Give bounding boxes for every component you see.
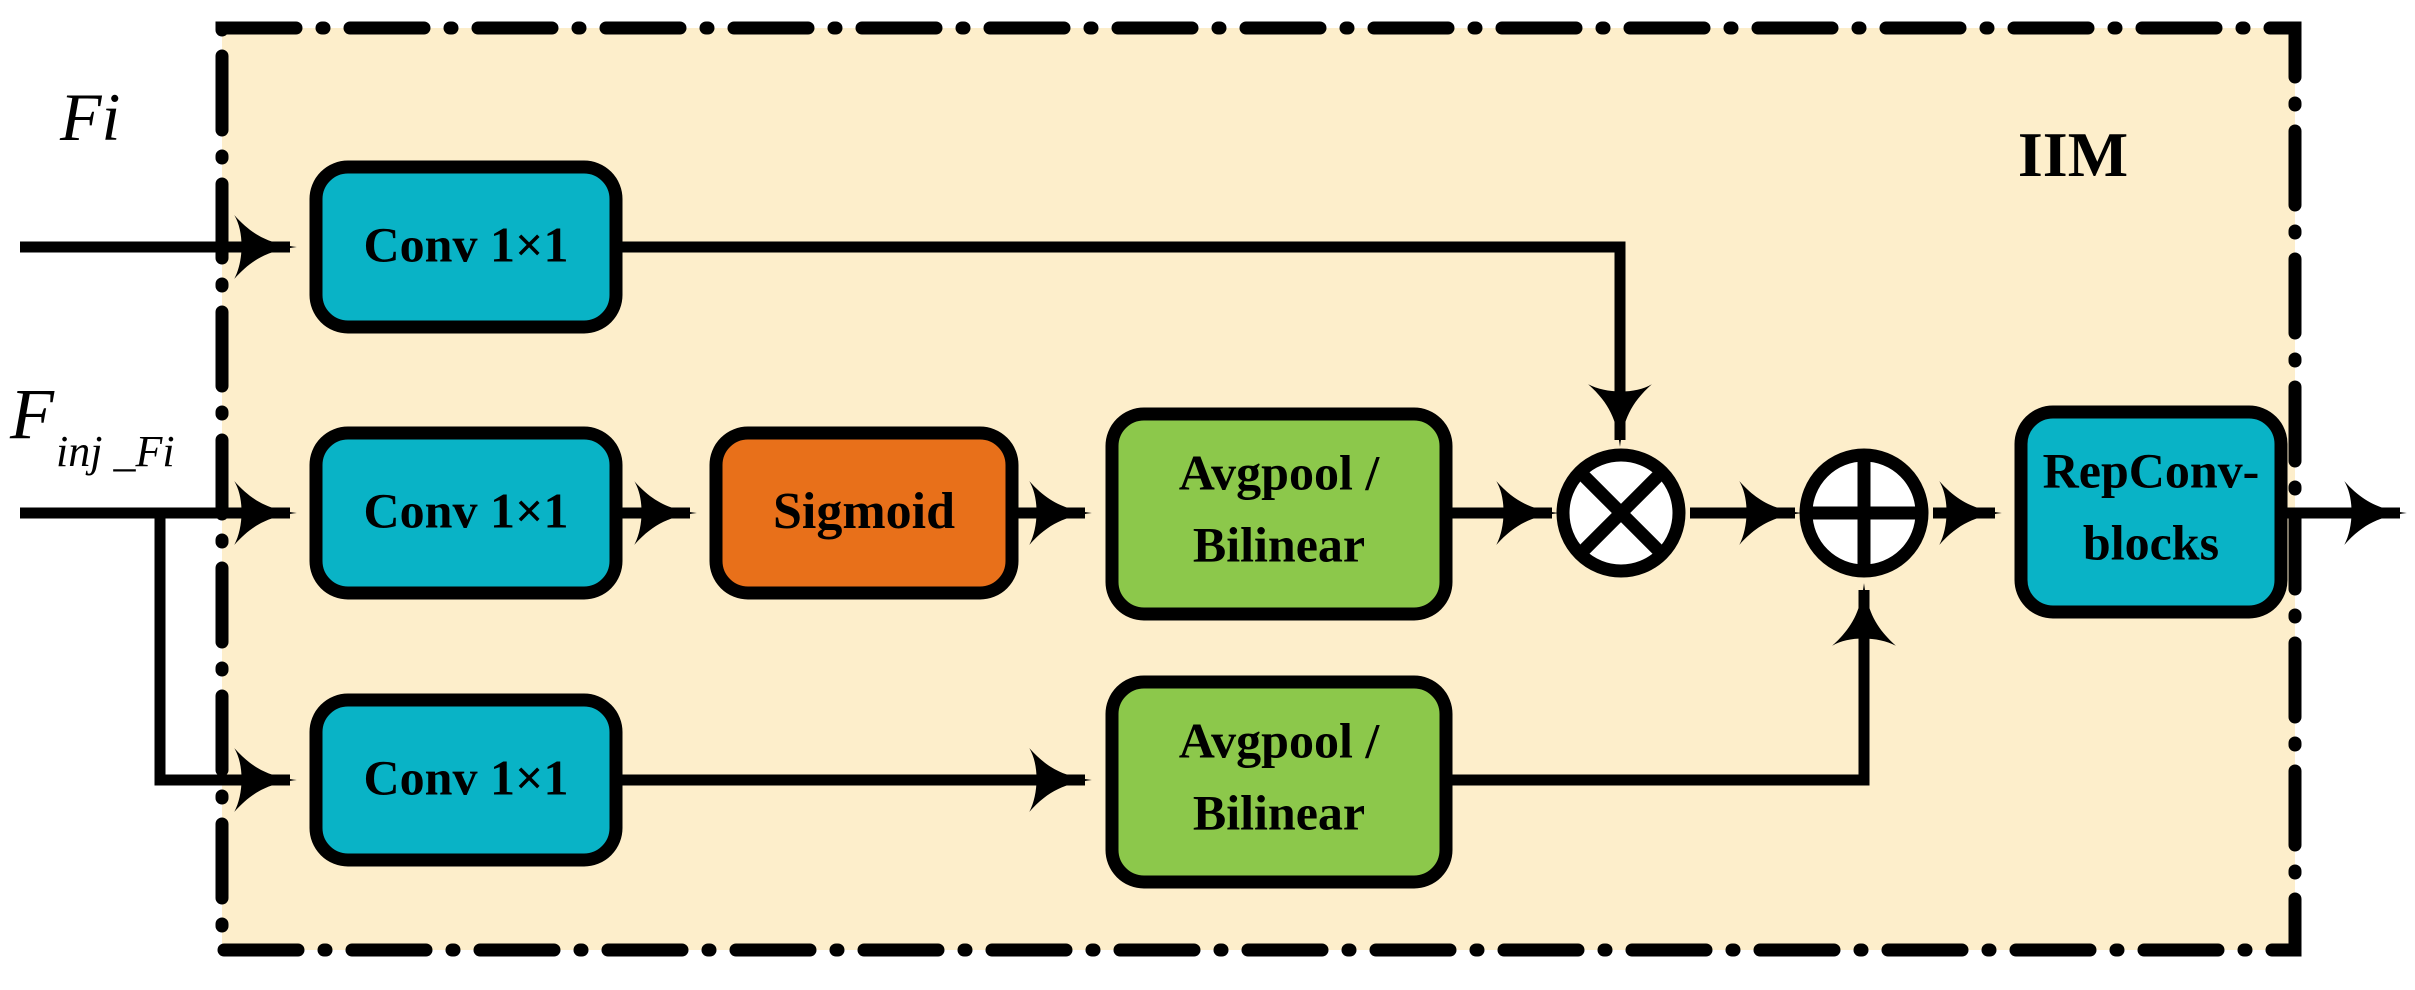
svg-text:Fi: Fi — [59, 79, 120, 155]
svg-text:inj _Fi: inj _Fi — [56, 427, 175, 476]
input-label-finj-fi: F inj _Fi — [9, 374, 175, 476]
wire-finj-branch-down — [154, 513, 297, 812]
node-conv-bottom[interactable]: Conv 1×1 — [309, 693, 623, 867]
node-conv-top[interactable]: Conv 1×1 — [309, 160, 623, 334]
node-avgpool-bilinear-mid[interactable]: Avgpool / Bilinear — [1105, 407, 1453, 621]
svg-text:Avgpool /: Avgpool / — [1179, 444, 1381, 500]
svg-text:blocks: blocks — [2083, 514, 2219, 570]
svg-text:Avgpool /: Avgpool / — [1179, 712, 1381, 768]
svg-text:Conv 1×1: Conv 1×1 — [364, 749, 569, 805]
node-sigmoid[interactable]: Sigmoid — [709, 426, 1019, 600]
svg-text:Conv 1×1: Conv 1×1 — [364, 216, 569, 272]
node-repconv-blocks[interactable]: RepConv- blocks — [2014, 405, 2288, 619]
svg-text:RepConv-: RepConv- — [2043, 442, 2260, 498]
node-conv-mid[interactable]: Conv 1×1 — [309, 426, 623, 600]
svg-text:Bilinear: Bilinear — [1193, 784, 1365, 840]
module-title: IIM — [2018, 119, 2128, 190]
svg-text:Bilinear: Bilinear — [1193, 516, 1365, 572]
operator-multiply-icon — [1556, 448, 1686, 578]
wire-avgpool-bottom-to-add — [1446, 583, 1896, 786]
node-avgpool-bilinear-bottom[interactable]: Avgpool / Bilinear — [1105, 675, 1453, 889]
svg-text:Conv 1×1: Conv 1×1 — [364, 482, 569, 538]
svg-text:Sigmoid: Sigmoid — [773, 483, 955, 540]
operator-add-icon — [1799, 448, 1929, 578]
wire-conv-top-to-multiply — [617, 241, 1652, 447]
svg-text:F: F — [9, 374, 55, 454]
input-label-fi: Fi — [59, 79, 120, 155]
